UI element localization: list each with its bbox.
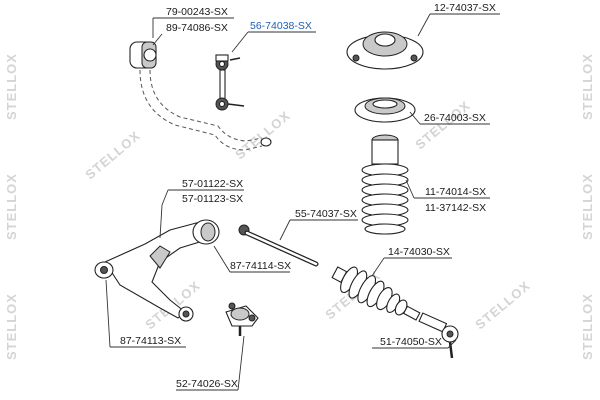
- tie-rod-end-drawing: [418, 312, 459, 359]
- watermark-text: STELLOX: [232, 108, 293, 163]
- stabilizer-bar-drawing: [139, 69, 272, 151]
- part-number: 11-74014-SX: [425, 186, 486, 198]
- stabilizer-link-drawing: [215, 54, 245, 111]
- ball-joint-drawing: [225, 302, 259, 336]
- callout-bump-stop-boot[interactable]: 11-74014-SX 11-37142-SX: [425, 186, 486, 214]
- steering-boot-drawing: [331, 266, 421, 321]
- part-number: 57-01122-SX: [182, 178, 243, 190]
- watermark-text: STELLOX: [580, 53, 595, 120]
- stabilizer-bushing-drawing: [129, 41, 157, 69]
- callout-ball-joint[interactable]: 52-74026-SX: [176, 378, 238, 390]
- callout-tie-rod-end[interactable]: 51-74050-SX: [380, 336, 442, 348]
- part-number: 87-74113-SX: [120, 335, 181, 347]
- part-number: 14-74030-SX: [388, 246, 450, 258]
- watermark-text: STELLOX: [412, 98, 473, 153]
- part-number: 79-00243-SX: [166, 6, 228, 18]
- part-number: 52-74026-SX: [176, 378, 238, 390]
- strut-bearing-drawing: [354, 97, 416, 123]
- part-number: 11-37142-SX: [425, 202, 486, 214]
- callout-arm-front-bushing[interactable]: 87-74113-SX: [120, 335, 181, 347]
- bump-stop-boot-drawing: [361, 134, 409, 235]
- part-number: 89-74086-SX: [166, 22, 228, 34]
- watermark-text: STELLOX: [4, 293, 19, 360]
- watermark-left: STELLOX STELLOX STELLOX: [4, 53, 19, 360]
- leader-lines: [105, 13, 500, 391]
- callout-stabilizer-bushing[interactable]: 79-00243-SX 89-74086-SX: [166, 6, 228, 34]
- callout-strut-mount[interactable]: 12-74037-SX: [434, 2, 496, 14]
- watermark-text: STELLOX: [4, 173, 19, 240]
- watermark-text: STELLOX: [82, 128, 143, 183]
- part-number: 26-74003-SX: [424, 112, 486, 124]
- strut-mount-drawing: [346, 31, 424, 70]
- callout-arm-rear-bushing[interactable]: 87-74114-SX: [230, 260, 291, 272]
- part-number: 57-01123-SX: [182, 193, 243, 205]
- callout-tie-rod[interactable]: 55-74037-SX: [295, 208, 357, 220]
- part-number: 55-74037-SX: [295, 208, 357, 220]
- tie-rod-drawing: [238, 224, 319, 267]
- callout-control-arm[interactable]: 57-01122-SX 57-01123-SX: [182, 178, 243, 205]
- part-number: 12-74037-SX: [434, 2, 496, 14]
- watermark-text: STELLOX: [580, 293, 595, 360]
- callout-strut-bearing[interactable]: 26-74003-SX: [424, 112, 486, 124]
- watermark-text: STELLOX: [472, 278, 533, 333]
- callout-stabilizer-link[interactable]: 56-74038-SX: [250, 20, 312, 32]
- part-number: 87-74114-SX: [230, 260, 291, 272]
- watermark-text: STELLOX: [580, 173, 595, 240]
- callout-steering-boot[interactable]: 14-74030-SX: [388, 246, 450, 258]
- watermark-right: STELLOX STELLOX STELLOX: [580, 53, 595, 360]
- part-number: 56-74038-SX: [250, 20, 312, 32]
- part-number: 51-74050-SX: [380, 336, 442, 348]
- control-arm-drawing: [94, 219, 220, 322]
- watermark-text: STELLOX: [4, 53, 19, 120]
